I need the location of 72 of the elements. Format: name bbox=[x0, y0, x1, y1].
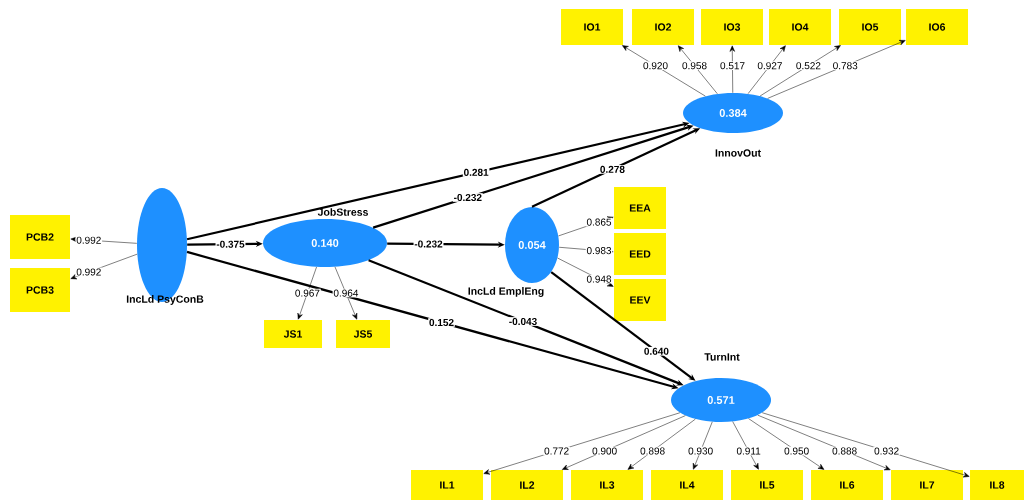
indicator-box: IL6 bbox=[811, 470, 883, 500]
arrow bbox=[334, 266, 358, 320]
edge-label: 0.898 bbox=[639, 446, 666, 456]
edge-label: 0.992 bbox=[75, 267, 103, 277]
edge-label: 0.964 bbox=[332, 288, 360, 298]
edge-label: 0.281 bbox=[462, 168, 490, 177]
indicator-box: EEA bbox=[614, 187, 666, 229]
construct-label: TurnInt bbox=[704, 353, 740, 361]
edge-label: 0.948 bbox=[585, 274, 613, 284]
indicator-box: IO1 bbox=[561, 9, 623, 45]
edge-label: -0.375 bbox=[215, 239, 246, 249]
edge-label: 0.950 bbox=[783, 446, 810, 456]
indicator-box: IL2 bbox=[491, 470, 563, 500]
indicator-box: EED bbox=[614, 233, 666, 275]
edge-label: 0.783 bbox=[831, 61, 859, 71]
indicator-box: IO3 bbox=[701, 9, 763, 45]
edge-label: 0.772 bbox=[543, 446, 570, 456]
edge-label: -0.232 bbox=[413, 239, 444, 249]
edge-label: 0.522 bbox=[795, 61, 822, 71]
arrow bbox=[627, 418, 696, 470]
edge-label: -0.043 bbox=[508, 317, 538, 326]
edge-label: 0.888 bbox=[831, 446, 858, 456]
arrow bbox=[562, 415, 686, 470]
edge-label: 0.930 bbox=[687, 446, 714, 456]
edge-label: 0.865 bbox=[585, 217, 613, 227]
indicator-box: IL7 bbox=[891, 470, 963, 500]
arrow bbox=[729, 45, 735, 94]
indicator-box: IO4 bbox=[769, 9, 831, 45]
indicator-box: IL1 bbox=[411, 470, 483, 500]
edge-label: 0.517 bbox=[719, 61, 746, 71]
edge-label: 0.911 bbox=[735, 446, 762, 456]
indicator-box: PCB3 bbox=[10, 268, 70, 312]
indicator-box: IL3 bbox=[571, 470, 643, 500]
arrow bbox=[692, 421, 713, 470]
arrow bbox=[761, 412, 970, 478]
construct-label: InnovOut bbox=[715, 149, 761, 157]
edge-label: 0.640 bbox=[643, 346, 670, 356]
arrow bbox=[297, 266, 317, 320]
indicator-box: IL5 bbox=[731, 470, 803, 500]
edge-label: 0.992 bbox=[75, 235, 103, 245]
indicator-box: IL8 bbox=[970, 470, 1024, 500]
arrow bbox=[767, 40, 906, 99]
indicator-box: JS5 bbox=[336, 320, 390, 348]
construct-label: JobStress bbox=[317, 208, 368, 216]
indicator-box: IO5 bbox=[839, 9, 901, 45]
edge-label: 0.932 bbox=[873, 446, 900, 456]
edge-label: 0.967 bbox=[294, 288, 321, 298]
arrow bbox=[748, 418, 825, 470]
construct-label: IncLd PsyConB bbox=[126, 295, 204, 305]
edge-label: -0.232 bbox=[452, 193, 483, 202]
arrow bbox=[732, 421, 759, 470]
indicator-box: EEV bbox=[614, 279, 666, 321]
indicator-box: IO6 bbox=[906, 9, 968, 45]
edge-label: 0.958 bbox=[681, 61, 708, 71]
arrow bbox=[622, 45, 706, 97]
edge-label: 0.152 bbox=[428, 318, 455, 327]
edge-label: 0.927 bbox=[756, 61, 784, 71]
arrow bbox=[677, 45, 718, 95]
edge-label: 0.920 bbox=[642, 61, 669, 71]
arrow bbox=[757, 414, 891, 471]
arrow bbox=[483, 412, 681, 475]
arrow bbox=[557, 257, 614, 287]
indicator-box: JS1 bbox=[264, 320, 322, 348]
arrow bbox=[759, 45, 841, 97]
edge-label: 0.900 bbox=[591, 446, 618, 456]
arrow bbox=[747, 45, 786, 94]
indicator-box: IL4 bbox=[651, 470, 723, 500]
edge-label: 0.278 bbox=[599, 165, 626, 174]
indicator-box: PCB2 bbox=[10, 215, 70, 259]
construct-label: IncLd EmplEng bbox=[468, 287, 544, 297]
indicator-box: IO2 bbox=[632, 9, 694, 45]
edge-label: 0.983 bbox=[585, 246, 613, 255]
